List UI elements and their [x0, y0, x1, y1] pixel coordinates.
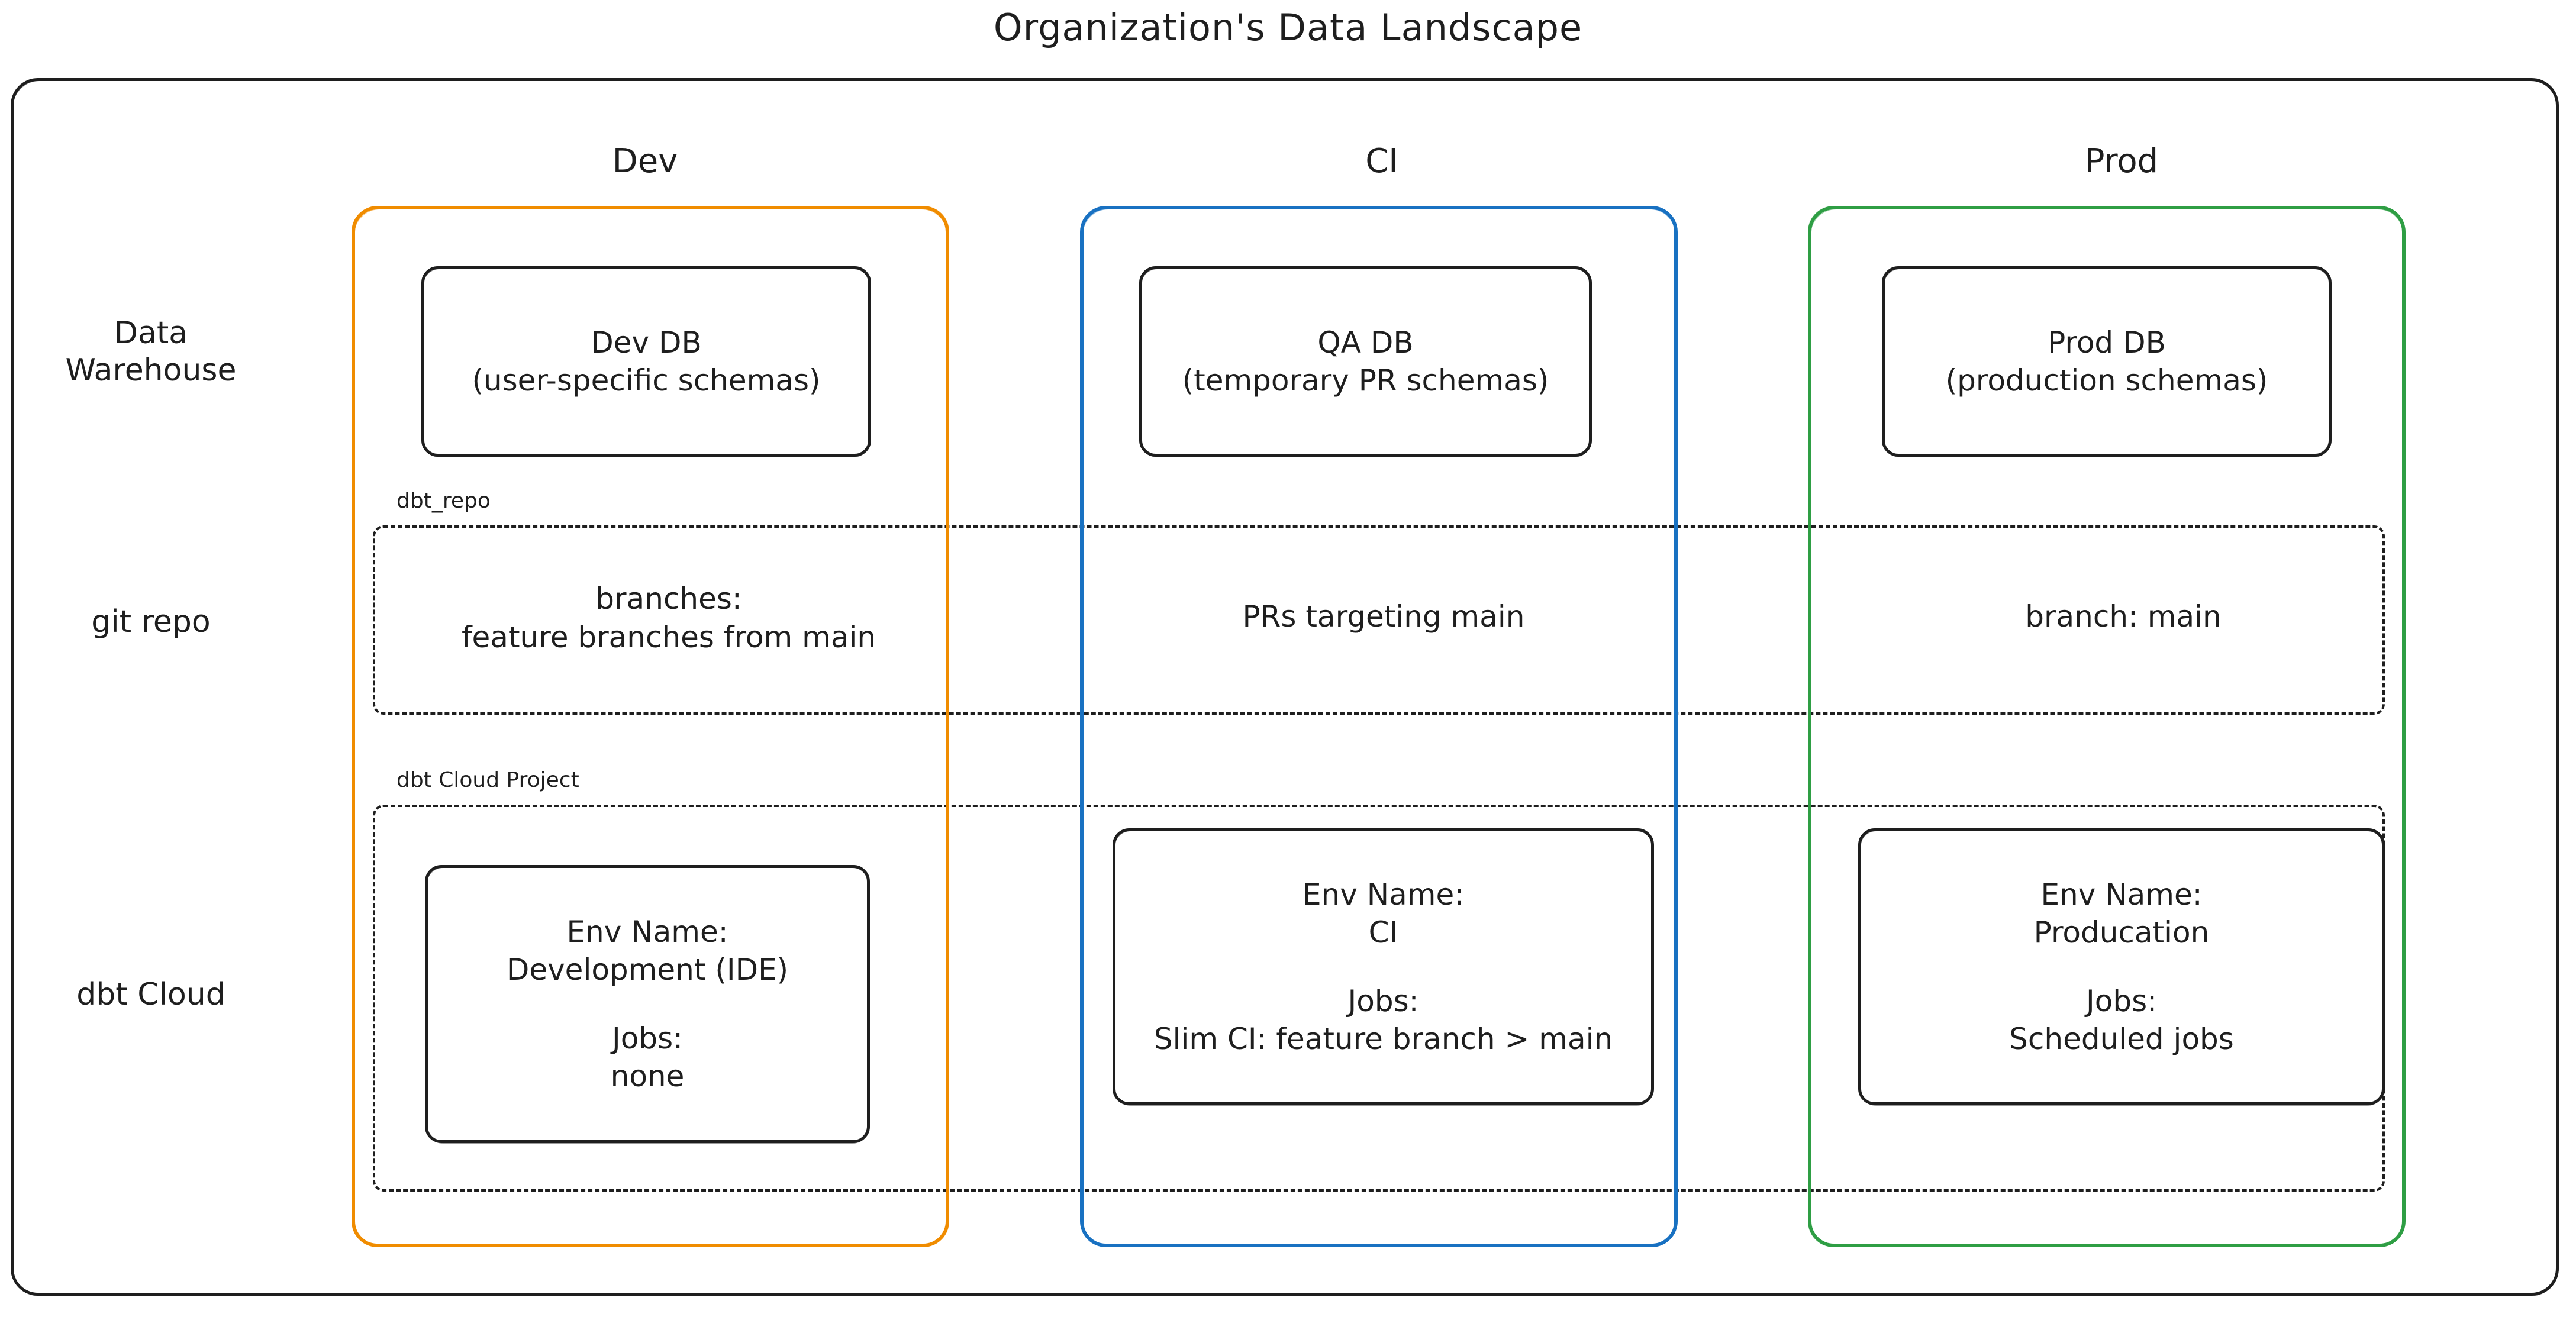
- node-dbt-cloud-dev-jobs-value: none: [610, 1059, 685, 1093]
- node-dev-db: Dev DB (user-specific schemas): [421, 266, 871, 457]
- node-dbt-cloud-ci-jobs-value: Slim CI: feature branch > main: [1153, 1022, 1613, 1056]
- env-column-prod: [1808, 206, 2406, 1247]
- node-prod-db: Prod DB (production schemas): [1882, 266, 2332, 457]
- node-qa-db: QA DB (temporary PR schemas): [1139, 266, 1592, 457]
- node-dbt-cloud-dev: Env Name: Development (IDE) Jobs: none: [425, 865, 870, 1144]
- node-dbt-cloud-prod-env-value: Producation: [2033, 915, 2210, 950]
- node-dev-db-title: Dev DB: [591, 325, 702, 360]
- row-label-git-repo: git repo: [91, 604, 211, 640]
- node-dbt-cloud-ci: Env Name: CI Jobs: Slim CI: feature bran…: [1113, 828, 1654, 1106]
- node-dbt-cloud-prod: Env Name: Producation Jobs: Scheduled jo…: [1858, 828, 2385, 1106]
- column-header-dev: Dev: [612, 142, 678, 180]
- node-prod-db-subtitle: (production schemas): [1945, 363, 2268, 398]
- column-header-ci: CI: [1365, 142, 1398, 180]
- node-dbt-cloud-prod-jobs-value: Scheduled jobs: [2009, 1022, 2234, 1056]
- diagram-outer-frame: [11, 78, 2559, 1296]
- node-prod-db-title: Prod DB: [2048, 325, 2166, 360]
- git-repo-text-prod: branch: main: [2025, 599, 2222, 634]
- node-dbt-cloud-prod-env-label: Env Name:: [2040, 877, 2203, 912]
- node-dbt-cloud-dev-env-label: Env Name:: [566, 915, 728, 949]
- node-dbt-cloud-ci-env-value: CI: [1368, 915, 1398, 950]
- band-dbt-cloud-project: dbt Cloud Project: [373, 768, 2385, 1192]
- band-label-dbt-repo: dbt_repo: [391, 489, 496, 513]
- band-label-dbt-cloud-project: dbt Cloud Project: [391, 768, 585, 792]
- node-dbt-cloud-ci-env-label: Env Name:: [1302, 877, 1465, 912]
- row-label-dbt-cloud: dbt Cloud: [76, 977, 225, 1012]
- column-header-prod: Prod: [2084, 142, 2159, 180]
- node-dbt-cloud-dev-env-value: Development (IDE): [506, 953, 789, 987]
- node-qa-db-title: QA DB: [1317, 325, 1414, 360]
- row-label-data-warehouse: Data Warehouse: [65, 315, 237, 389]
- node-qa-db-subtitle: (temporary PR schemas): [1182, 363, 1549, 398]
- env-column-ci: [1080, 206, 1678, 1247]
- band-git-repo: dbt_repo: [373, 489, 2385, 715]
- node-dev-db-subtitle: (user-specific schemas): [472, 363, 821, 398]
- git-repo-text-dev: branches: feature branches from main: [461, 582, 876, 654]
- git-repo-text-ci: PRs targeting main: [1242, 599, 1525, 634]
- page-title: Organization's Data Landscape: [993, 6, 1583, 49]
- node-dbt-cloud-prod-jobs-label: Jobs:: [2086, 984, 2157, 1018]
- node-dbt-cloud-ci-jobs-label: Jobs:: [1347, 984, 1419, 1018]
- node-dbt-cloud-dev-jobs-label: Jobs:: [612, 1021, 683, 1055]
- env-column-dev: [352, 206, 949, 1247]
